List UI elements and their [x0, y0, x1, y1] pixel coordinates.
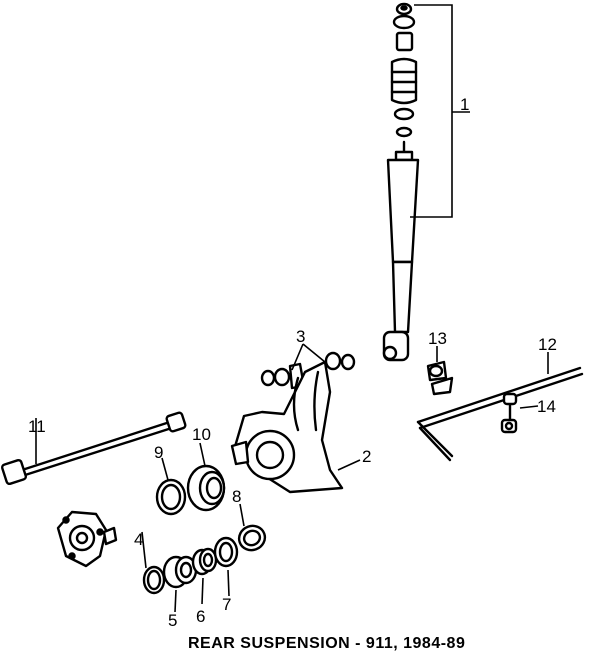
- diagram-caption: REAR SUSPENSION - 911, 1984-89: [188, 635, 465, 652]
- callout-9: 9: [154, 443, 163, 462]
- wheel-bearing[interactable]: 10: [186, 425, 226, 512]
- stabilizer-bushing[interactable]: 13: [426, 329, 454, 396]
- bearing-cover[interactable]: 9: [154, 443, 187, 516]
- callout-4: 4: [134, 530, 143, 549]
- callout-13: 13: [428, 329, 447, 348]
- callout-2: 2: [362, 447, 371, 466]
- outer-seal[interactable]: 8: [232, 487, 268, 554]
- callout-1: 1: [460, 95, 469, 114]
- callout-12: 12: [538, 335, 557, 354]
- shock-absorber-assembly[interactable]: 1: [382, 2, 470, 362]
- spacer[interactable]: 6: [191, 547, 218, 626]
- callout-10: 10: [192, 425, 211, 444]
- trailing-arm[interactable]: 2: [230, 360, 371, 494]
- callout-3: 3: [296, 327, 305, 346]
- snap-ring[interactable]: 4: [134, 530, 166, 595]
- torsion-bar[interactable]: 11: [0, 411, 187, 486]
- callout-6: 6: [196, 607, 205, 626]
- callout-5: 5: [168, 611, 177, 630]
- stabilizer-bar[interactable]: 12: [416, 335, 584, 462]
- stabilizer-link[interactable]: 14: [500, 392, 556, 434]
- seal-ring[interactable]: 7: [213, 536, 239, 614]
- inner-bearing[interactable]: 5: [162, 555, 198, 630]
- wheel-hub[interactable]: [56, 510, 118, 568]
- callout-7: 7: [222, 595, 231, 614]
- callout-14: 14: [537, 397, 556, 416]
- callout-11: 11: [28, 417, 46, 436]
- callout-8: 8: [232, 487, 241, 506]
